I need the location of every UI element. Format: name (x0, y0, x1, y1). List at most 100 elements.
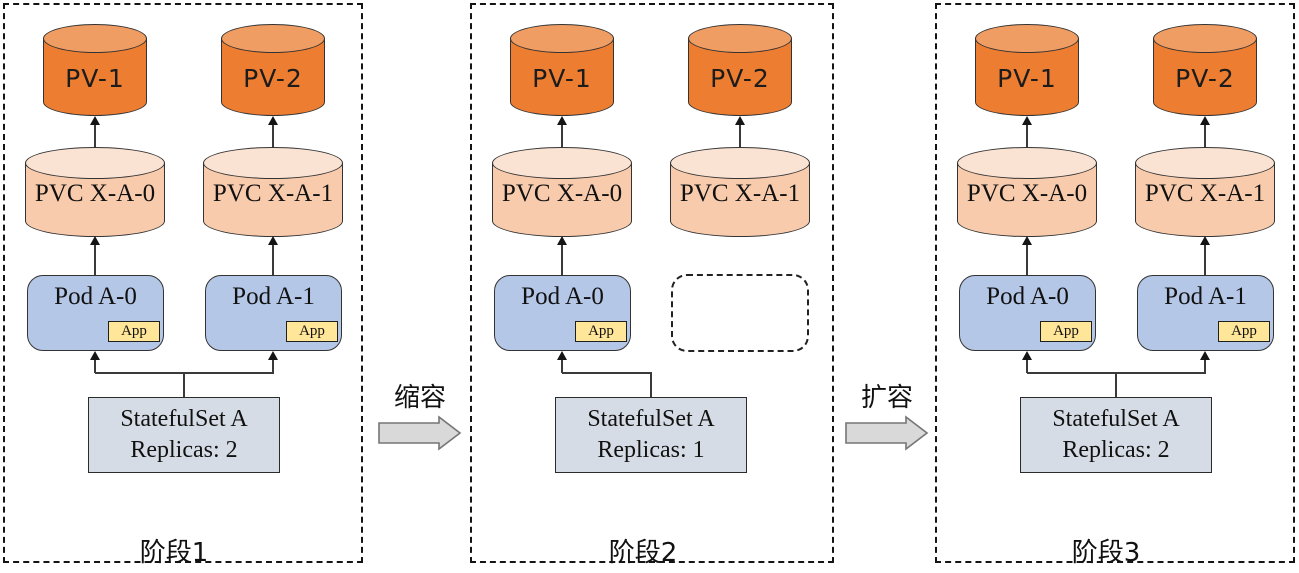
cylinder-top (688, 24, 792, 53)
stage-label: 阶段2 (608, 538, 678, 568)
pvc-cylinder: PVC X-A-0 (492, 147, 632, 237)
statefulset-box: StatefulSet A Replicas: 2 (1020, 397, 1212, 473)
pv-cylinder: PV-1 (43, 24, 147, 116)
pv-label: PV-2 (710, 64, 770, 93)
pvc-cylinder: PVC X-A-1 (1135, 147, 1275, 237)
statefulset-to-pod-line (272, 360, 274, 373)
cylinder-top (510, 24, 614, 53)
pv-cylinder: PV-2 (221, 24, 325, 116)
statefulset-box: StatefulSet A Replicas: 2 (88, 397, 280, 473)
statefulset-to-pod-line (94, 360, 96, 373)
arrow-up-icon (556, 351, 567, 360)
statefulset-connector-stem (183, 372, 185, 397)
arrow-up-icon (267, 236, 278, 245)
statefulset-replicas: Replicas: 2 (130, 437, 238, 463)
statefulset-connector-stem (650, 372, 652, 397)
cylinder-top (957, 147, 1097, 179)
cylinder-top (221, 24, 325, 53)
pod-box: Pod A-0 App (494, 275, 631, 351)
statefulset-name: StatefulSet A (120, 406, 248, 432)
statefulset-name: StatefulSet A (587, 406, 715, 432)
arrow-up-icon (1199, 351, 1210, 360)
stage-panel-3: PV-1 PV-2 PVC X-A-0 PVC X-A-1 Pod A-0 Ap… (935, 3, 1295, 568)
block-arrow-right-icon (845, 415, 929, 451)
pod-label: Pod A-0 (521, 283, 604, 310)
statefulset-replicas: Replicas: 1 (597, 437, 705, 463)
pvc-to-pv-arrow-line (739, 125, 741, 150)
pod-to-pvc-arrow-line (561, 245, 563, 275)
cylinder-top (25, 147, 165, 179)
statefulset-to-pod-line (1026, 360, 1028, 373)
statefulset-box: StatefulSet A Replicas: 1 (555, 397, 747, 473)
pv-label: PV-1 (997, 64, 1057, 93)
pvc-label: PVC X-A-1 (1144, 180, 1266, 207)
app-badge: App (286, 321, 338, 342)
pod-label: Pod A-1 (232, 283, 315, 310)
arrow-up-icon (267, 351, 278, 360)
cylinder-top (1153, 24, 1257, 53)
arrow-up-icon (556, 116, 567, 125)
app-badge: App (1040, 321, 1092, 342)
arrow-up-icon (734, 116, 745, 125)
pv-cylinder: PV-1 (510, 24, 614, 116)
app-badge: App (575, 321, 627, 342)
app-badge: App (108, 321, 160, 342)
pod-label: Pod A-0 (986, 283, 1069, 310)
arrow-up-icon (1021, 116, 1032, 125)
pod-to-pvc-arrow-line (1026, 245, 1028, 275)
pv-label: PV-1 (532, 64, 592, 93)
pod-label: Pod A-1 (1164, 283, 1247, 310)
pod-label: Pod A-0 (54, 283, 137, 310)
deleted-pod-placeholder (671, 274, 809, 352)
statefulset-connector-stem (1115, 372, 1117, 397)
pv-label: PV-1 (65, 64, 125, 93)
pod-to-pvc-arrow-line (1204, 245, 1206, 275)
pvc-cylinder: PVC X-A-1 (670, 147, 810, 237)
statefulset-replicas: Replicas: 2 (1062, 437, 1170, 463)
cylinder-top (203, 147, 343, 179)
pvc-cylinder: PVC X-A-0 (25, 147, 165, 237)
app-badge: App (1218, 321, 1270, 342)
cylinder-top (670, 147, 810, 179)
pod-box: Pod A-1 App (205, 275, 342, 351)
statefulset-connector-horizontal (562, 372, 652, 374)
pv-cylinder: PV-2 (688, 24, 792, 116)
arrow-up-icon (1199, 116, 1210, 125)
statefulset-name: StatefulSet A (1052, 406, 1180, 432)
pvc-label: PVC X-A-1 (212, 180, 334, 207)
pod-box: Pod A-0 App (959, 275, 1096, 351)
stage-panel-2: PV-1 PV-2 PVC X-A-0 PVC X-A-1 Pod A-0 Ap… (470, 3, 834, 568)
pv-cylinder: PV-2 (1153, 24, 1257, 116)
scale-down-transition: 缩容 (378, 384, 462, 451)
transition-label: 扩容 (860, 383, 913, 413)
pvc-to-pv-arrow-line (94, 125, 96, 150)
stage-panel-1: PV-1 PV-2 PVC X-A-0 PVC X-A-1 Pod A-0 Ap… (3, 3, 363, 568)
cylinder-top (1135, 147, 1275, 179)
arrow-up-icon (89, 236, 100, 245)
cylinder-top (492, 147, 632, 179)
arrow-up-icon (1021, 236, 1032, 245)
cylinder-body (688, 38, 792, 116)
pv-cylinder: PV-1 (975, 24, 1079, 116)
statefulset-to-pod-line (1204, 360, 1206, 373)
stage-label: 阶段3 (1071, 538, 1141, 568)
block-arrow-right-icon (378, 415, 462, 451)
pvc-to-pv-arrow-line (561, 125, 563, 150)
pod-box: Pod A-0 App (27, 275, 164, 351)
pvc-label: PVC X-A-0 (501, 180, 623, 207)
arrow-up-icon (1199, 236, 1210, 245)
pvc-to-pv-arrow-line (1026, 125, 1028, 150)
pod-to-pvc-arrow-line (94, 245, 96, 275)
pvc-cylinder: PVC X-A-0 (957, 147, 1097, 237)
pvc-label: PVC X-A-1 (679, 180, 801, 207)
arrow-up-icon (89, 351, 100, 360)
transition-label: 缩容 (393, 383, 446, 413)
pvc-cylinder: PVC X-A-1 (203, 147, 343, 237)
cylinder-top (975, 24, 1079, 53)
pod-to-pvc-arrow-line (272, 245, 274, 275)
cylinder-top (43, 24, 147, 53)
pvc-label: PVC X-A-0 (966, 180, 1088, 207)
scale-up-transition: 扩容 (845, 384, 929, 451)
pvc-label: PVC X-A-0 (34, 180, 156, 207)
